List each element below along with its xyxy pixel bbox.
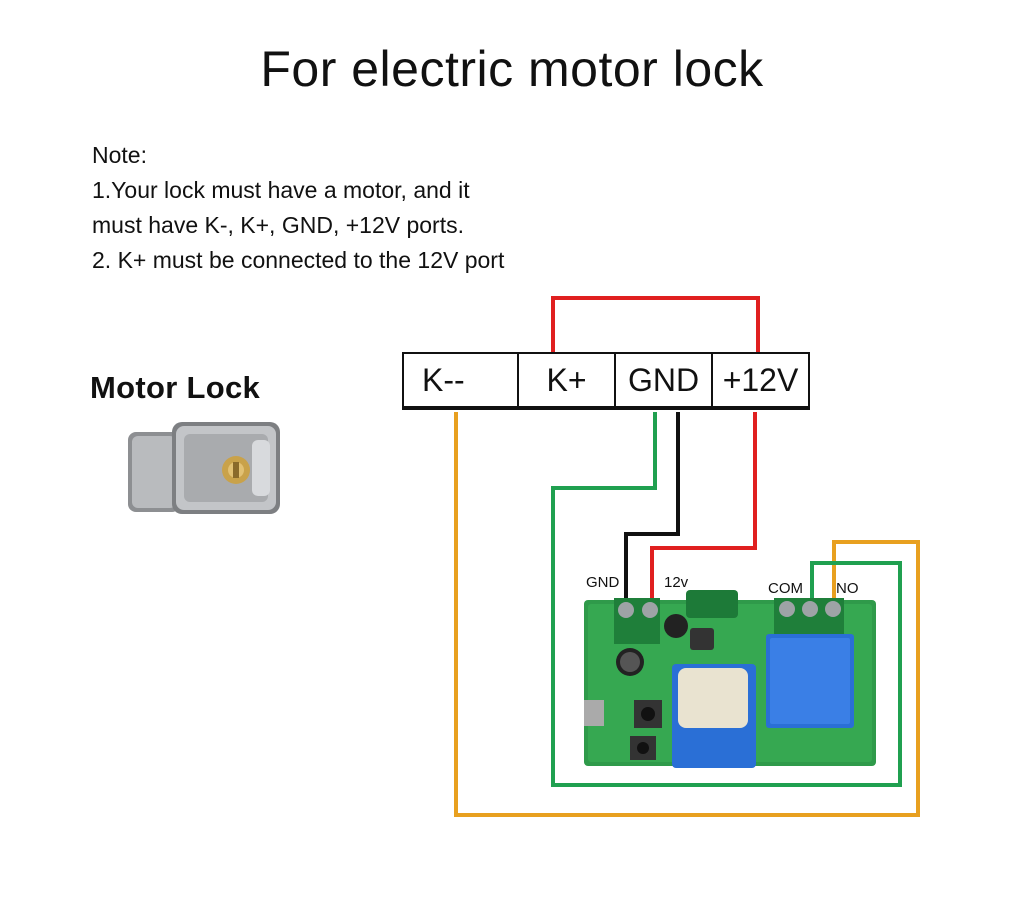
black-wire-gnd	[624, 412, 680, 600]
motor-lock-label: Motor Lock	[90, 370, 261, 405]
motor-lock-image	[128, 422, 280, 514]
note-line-3: 2. K+ must be connected to the 12V port	[92, 247, 505, 273]
board-gnd-label: GND	[586, 574, 620, 591]
terminal-gnd: GND	[614, 354, 711, 406]
note-line-2: must have K-, K+, GND, +12V ports.	[92, 212, 464, 238]
red-wire-12v	[650, 412, 757, 600]
terminal-k-plus: K+	[517, 354, 614, 406]
orange-wire-k-minus	[454, 412, 920, 817]
note-heading: Note:	[92, 142, 147, 168]
relay-board-image	[584, 590, 876, 768]
terminal-12v: +12V	[711, 354, 808, 406]
diagram-title: For electric motor lock	[260, 41, 764, 97]
board-com-label: COM	[768, 580, 803, 597]
red-wire-k-plus-to-12v	[551, 296, 760, 352]
note-block: Note: 1.Your lock must have a motor, and…	[92, 138, 504, 278]
board-12v-label: 12v	[664, 574, 689, 591]
note-line-1: 1.Your lock must have a motor, and it	[92, 177, 470, 203]
lock-terminal-strip: K-- K+ GND +12V	[402, 352, 810, 410]
board-no-label: NO	[836, 580, 859, 597]
terminal-k-minus: K--	[422, 361, 465, 398]
green-wire-gnd	[551, 412, 902, 787]
